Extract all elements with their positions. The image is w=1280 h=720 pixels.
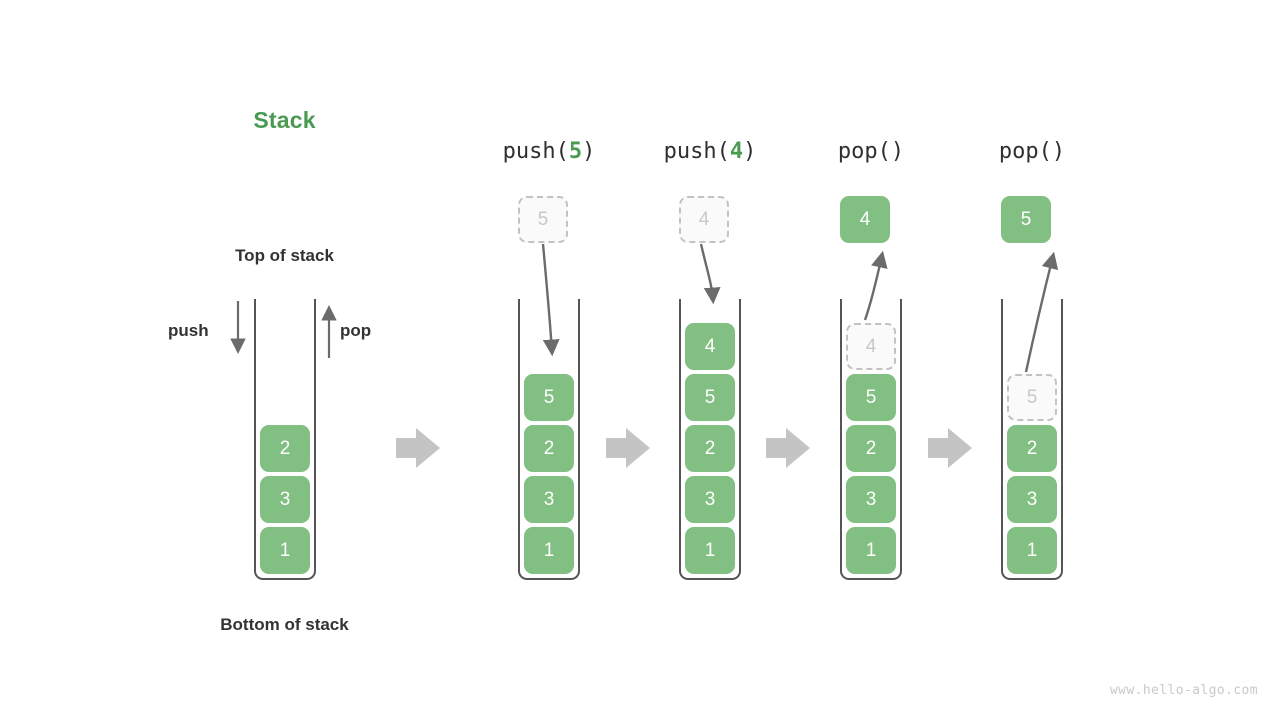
stack-cells: 1 3 2 5 xyxy=(520,374,578,576)
stack-cell: 3 xyxy=(260,476,310,523)
heading-prefix: push( xyxy=(502,139,569,164)
stack-container: 1 3 2 5 4 xyxy=(679,299,741,580)
stack-cell: 1 xyxy=(1007,527,1057,574)
heading-arg: 5 xyxy=(568,139,583,164)
heading-prefix: pop( xyxy=(837,139,891,164)
stack-cell: 2 xyxy=(685,425,735,472)
column-heading-pop-1: pop() xyxy=(801,139,941,164)
stack-cell: 4 xyxy=(685,323,735,370)
stack-cell: 3 xyxy=(685,476,735,523)
stack-container: 1 3 2 5 xyxy=(518,299,580,580)
stack-cell: 2 xyxy=(524,425,574,472)
heading-suffix: ) xyxy=(1051,139,1066,164)
stack-column-pop-1: pop() 4 1 3 2 5 4 xyxy=(801,0,941,720)
stack-cell: 1 xyxy=(260,527,310,574)
stack-cell: 3 xyxy=(1007,476,1057,523)
stack-cell: 1 xyxy=(846,527,896,574)
step-arrow-right-icon-1 xyxy=(396,428,440,468)
stack-container: 1 3 2 5 xyxy=(1001,299,1063,580)
stack-cells: 1 3 2 5 4 xyxy=(681,323,739,576)
column-heading-push-4: push(4) xyxy=(640,139,780,164)
top-of-stack-label: Top of stack xyxy=(235,246,334,265)
incoming-element-box: 4 xyxy=(679,196,729,243)
stack-cell: 1 xyxy=(524,527,574,574)
heading-suffix: ) xyxy=(582,139,596,164)
stack-cell: 1 xyxy=(685,527,735,574)
stack-cell: 2 xyxy=(846,425,896,472)
popped-element-box: 4 xyxy=(840,196,890,243)
stack-container: 1 3 2 5 4 xyxy=(840,299,902,580)
pop-label: pop xyxy=(340,321,372,340)
incoming-element-box: 5 xyxy=(518,196,568,243)
push-label: push xyxy=(168,321,209,340)
heading-arg: 4 xyxy=(729,139,744,164)
stack-cells: 1 3 2 5 4 xyxy=(842,323,900,576)
stack-cell: 5 xyxy=(524,374,574,421)
stack-column-push-4: push(4) 4 1 3 2 5 4 xyxy=(640,0,780,720)
column-heading-pop-2: pop() xyxy=(962,139,1102,164)
heading-suffix: ) xyxy=(743,139,757,164)
stack-cell-removed: 4 xyxy=(846,323,896,370)
page-title: Stack xyxy=(253,107,316,133)
stack-cell: 5 xyxy=(846,374,896,421)
watermark: www.hello-algo.com xyxy=(1109,683,1258,698)
stack-column-pop-2: pop() 5 1 3 2 5 xyxy=(962,0,1102,720)
stack-column-push-5: push(5) 5 1 3 2 5 xyxy=(479,0,619,720)
stack-cell: 3 xyxy=(846,476,896,523)
stack-cells: 1 3 2 xyxy=(256,425,314,576)
stack-cell: 3 xyxy=(524,476,574,523)
heading-suffix: ) xyxy=(890,139,905,164)
stack-cell: 2 xyxy=(260,425,310,472)
heading-prefix: push( xyxy=(663,139,730,164)
popped-element-box: 5 xyxy=(1001,196,1051,243)
stack-cell: 2 xyxy=(1007,425,1057,472)
heading-prefix: pop( xyxy=(998,139,1052,164)
stack-cells: 1 3 2 5 xyxy=(1003,374,1061,576)
bottom-of-stack-label: Bottom of stack xyxy=(220,615,349,634)
stack-container: 1 3 2 xyxy=(254,299,316,580)
stack-column-initial: 1 3 2 xyxy=(215,0,355,720)
stack-cell-removed: 5 xyxy=(1007,374,1057,421)
stack-cell: 5 xyxy=(685,374,735,421)
column-heading-push-5: push(5) xyxy=(479,139,619,164)
